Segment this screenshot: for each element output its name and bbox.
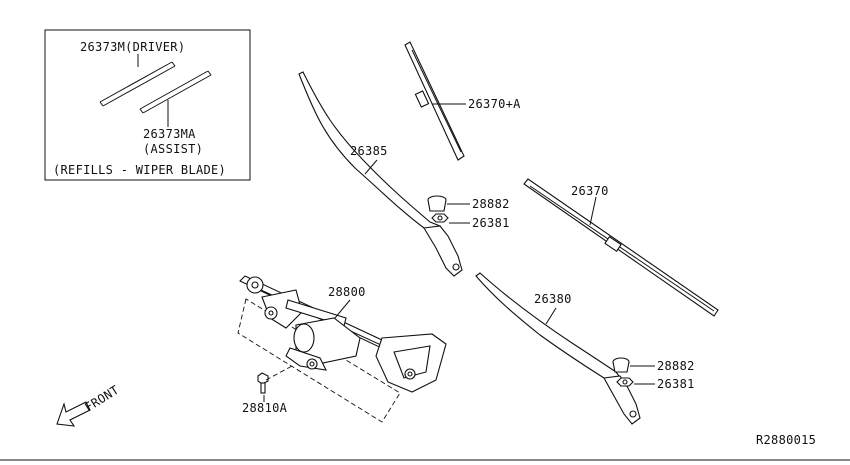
front-label: FRONT (82, 383, 121, 415)
refill-assist-note: (ASSIST) (143, 142, 203, 156)
label-28800: 28800 (328, 285, 366, 299)
label-26385: 26385 (350, 144, 388, 158)
refill-driver-strip (99, 61, 176, 107)
arm-nut-lower (616, 377, 655, 387)
refill-inset: 26373M(DRIVER) 26373MA (ASSIST) (REFILLS… (44, 29, 251, 181)
label-28882-upper: 28882 (472, 197, 510, 211)
label-26381-lower: 26381 (657, 377, 695, 391)
label-28810a: 28810A (242, 401, 288, 415)
arm-nut-upper (431, 213, 470, 224)
wiper-motor-linkage (237, 275, 447, 423)
label-26370-a: 26370+A (468, 97, 521, 111)
arm-cap-lower (612, 357, 655, 373)
drawing-id: R2880015 (756, 433, 816, 447)
mounting-bolt (257, 365, 293, 402)
refill-assist-strip (139, 70, 212, 114)
label-28882-lower: 28882 (657, 359, 695, 373)
label-26380: 26380 (534, 292, 572, 306)
refill-assist-part-label: 26373MA (143, 127, 196, 141)
wiper-arm-assist (298, 71, 463, 277)
arm-cap-upper (427, 195, 470, 212)
refill-caption: (REFILLS - WIPER BLADE) (53, 163, 226, 177)
label-26370: 26370 (571, 184, 609, 198)
label-26381-upper: 26381 (472, 216, 510, 230)
refill-driver-label: 26373M(DRIVER) (80, 40, 185, 54)
front-arrow-icon (56, 401, 91, 427)
front-direction-indicator: FRONT (56, 383, 121, 427)
wiper-blade-driver (523, 178, 719, 317)
wiper-blade-assist (404, 41, 466, 161)
